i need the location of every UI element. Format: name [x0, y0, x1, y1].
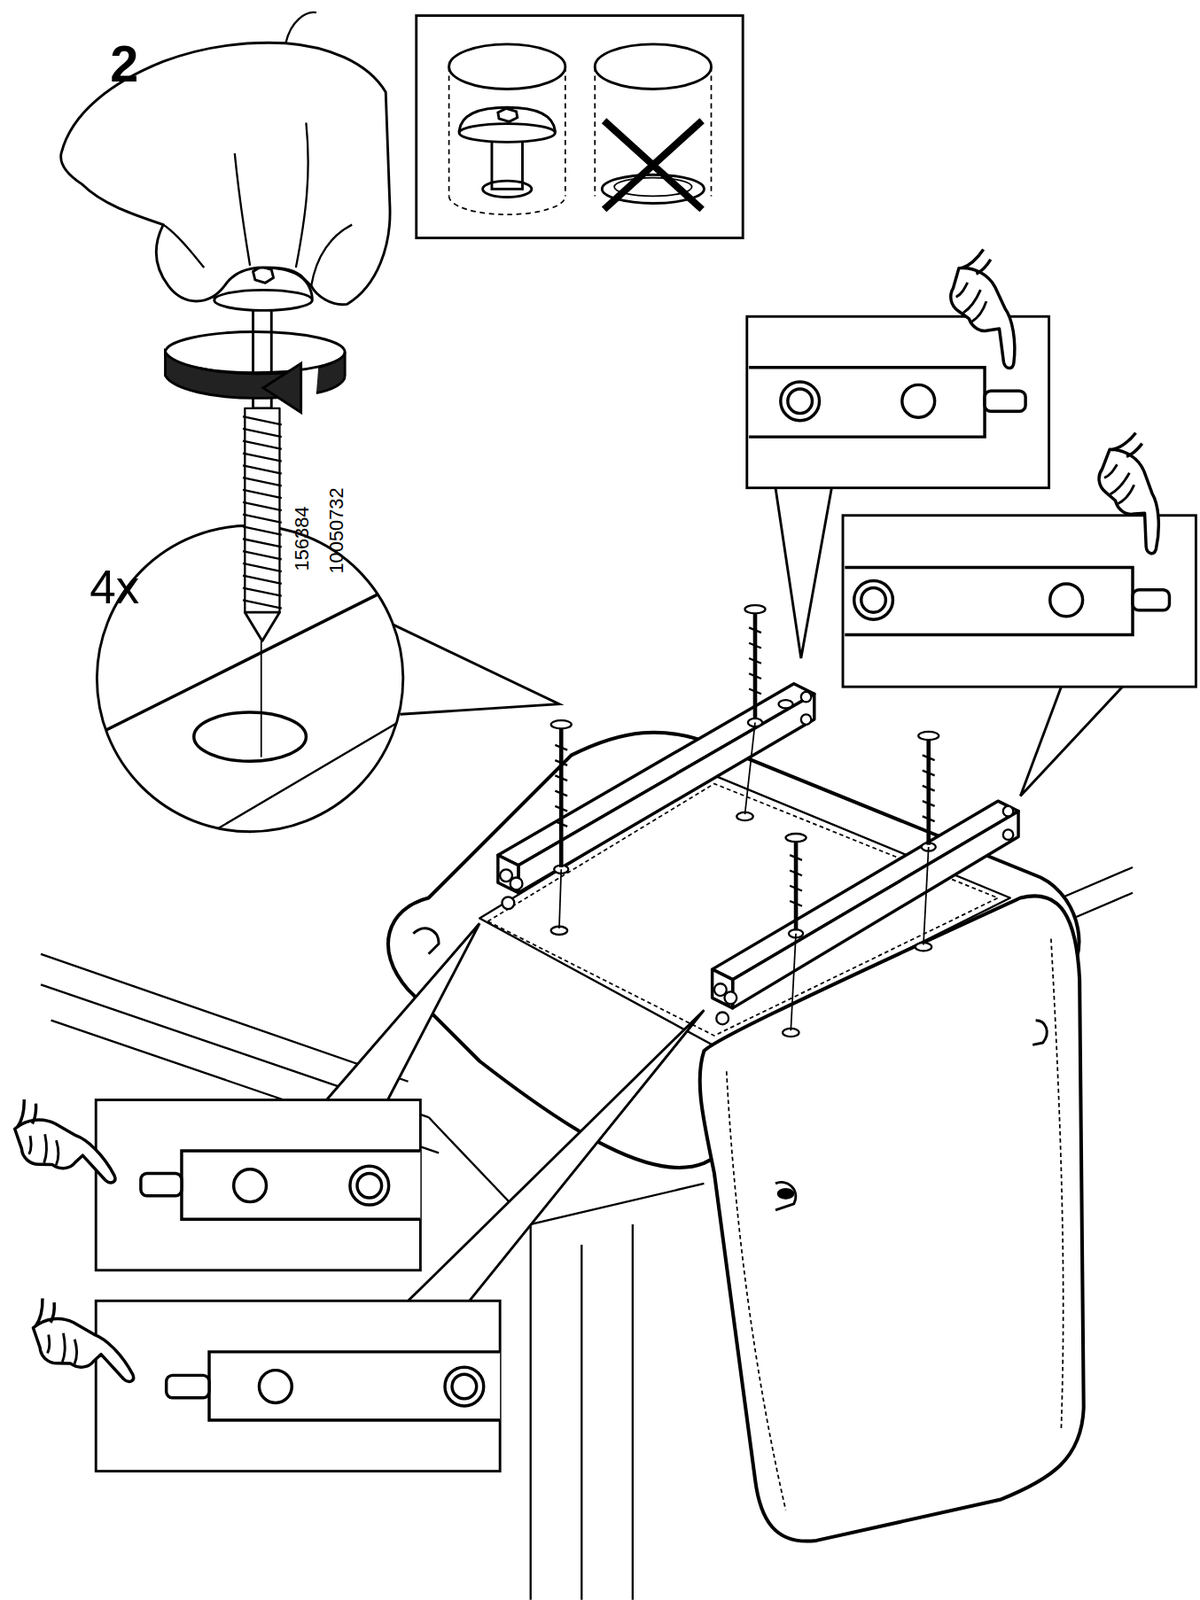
quantity-label: 4x — [89, 564, 140, 612]
part-number: 156384 — [292, 506, 312, 571]
step-number: 2 — [109, 38, 139, 91]
part-number: 10050732 — [327, 487, 347, 574]
